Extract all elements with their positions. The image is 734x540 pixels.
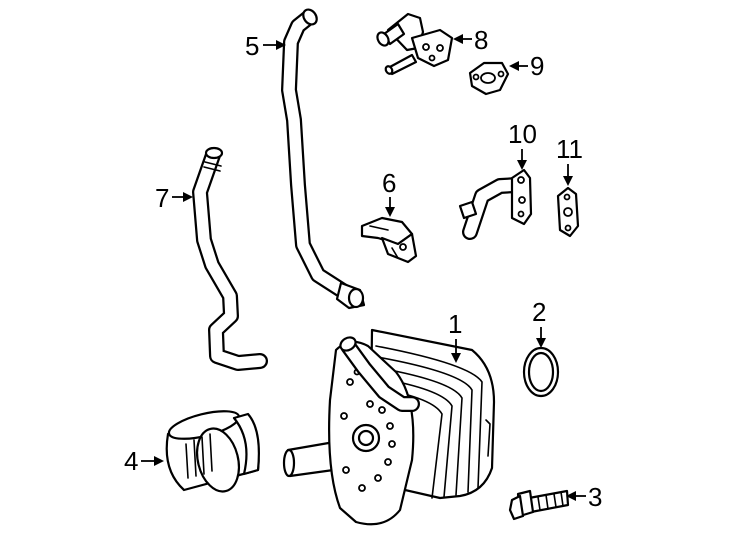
part-7-hose[interactable]: [192, 146, 268, 371]
part-10-pipe-flange[interactable]: [458, 168, 533, 240]
part-8-pipe-flange[interactable]: [375, 12, 454, 76]
callout-4: 4: [124, 446, 164, 476]
callout-8: 8: [453, 25, 488, 55]
callout-3: 3: [566, 482, 602, 512]
callout-9-label: 9: [530, 51, 544, 81]
callout-10: 10: [508, 119, 537, 170]
part-9-gasket[interactable]: [468, 61, 510, 96]
callout-10-label: 10: [508, 119, 537, 149]
callout-9: 9: [509, 51, 544, 81]
callout-6: 6: [382, 168, 396, 217]
callout-5-label: 5: [245, 31, 259, 61]
callout-7: 7: [155, 183, 193, 213]
part-1-oil-cooler[interactable]: [282, 328, 496, 526]
callout-1-label: 1: [448, 309, 462, 339]
part-6-bracket[interactable]: [360, 216, 418, 264]
callout-4-label: 4: [124, 446, 138, 476]
callout-1: 1: [448, 309, 462, 363]
part-2-o-ring[interactable]: [522, 346, 560, 398]
callout-11-label: 11: [556, 134, 583, 164]
part-5-hose[interactable]: [281, 7, 366, 310]
callout-5: 5: [245, 31, 286, 61]
callout-8-label: 8: [474, 25, 488, 55]
callout-2-label: 2: [532, 297, 546, 327]
part-4-oil-filter[interactable]: [165, 406, 260, 496]
part-3-bolt[interactable]: [508, 489, 570, 521]
callout-6-label: 6: [382, 168, 396, 198]
callout-3-label: 3: [588, 482, 602, 512]
callout-2: 2: [532, 297, 546, 348]
callout-11: 11: [556, 134, 583, 186]
callout-7-label: 7: [155, 183, 169, 213]
part-11-gasket[interactable]: [556, 186, 580, 238]
